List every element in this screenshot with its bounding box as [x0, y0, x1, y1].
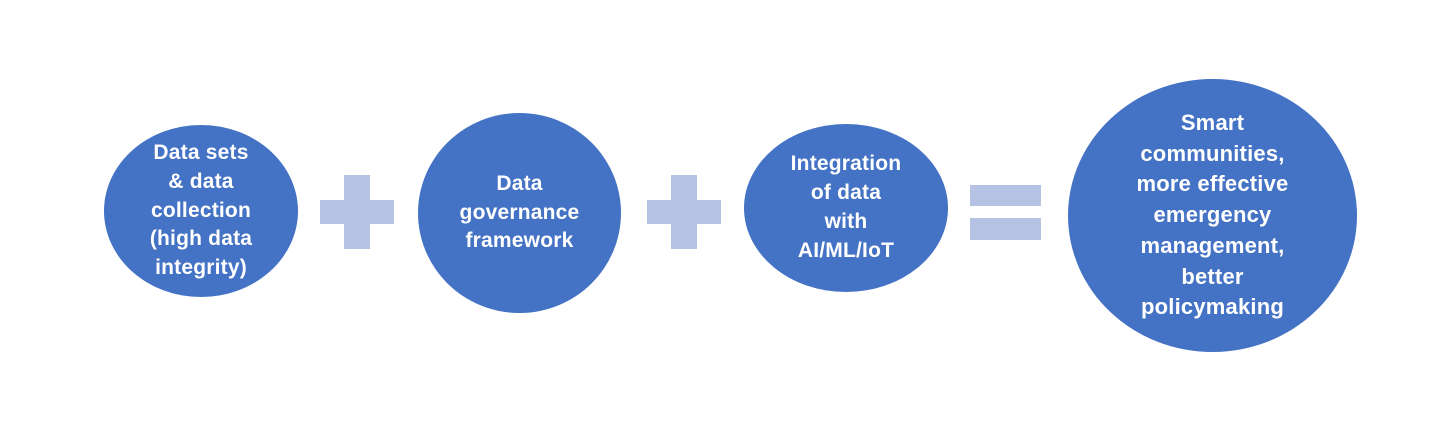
plus-vertical-bar [344, 175, 370, 249]
circle-outcome-label: Smart communities, more effective emerge… [1136, 109, 1289, 320]
equals-bottom-bar [970, 218, 1041, 240]
equals-icon [970, 185, 1041, 240]
circle-data-governance-label: Data governance framework [459, 171, 580, 253]
circle-data-sets: Data sets & data collection (high data i… [104, 125, 298, 297]
plus-vertical-bar [671, 175, 697, 249]
circle-data-sets-label: Data sets & data collection (high data i… [149, 140, 253, 280]
circle-outcome: Smart communities, more effective emerge… [1068, 79, 1357, 352]
circle-data-integration-label: Integration of data with AI/ML/IoT [790, 152, 902, 262]
equals-top-bar [970, 185, 1041, 206]
circle-data-governance: Data governance framework [418, 113, 621, 313]
plus-icon [320, 175, 394, 249]
circle-data-integration: Integration of data with AI/ML/IoT [744, 124, 948, 292]
plus-icon [647, 175, 721, 249]
